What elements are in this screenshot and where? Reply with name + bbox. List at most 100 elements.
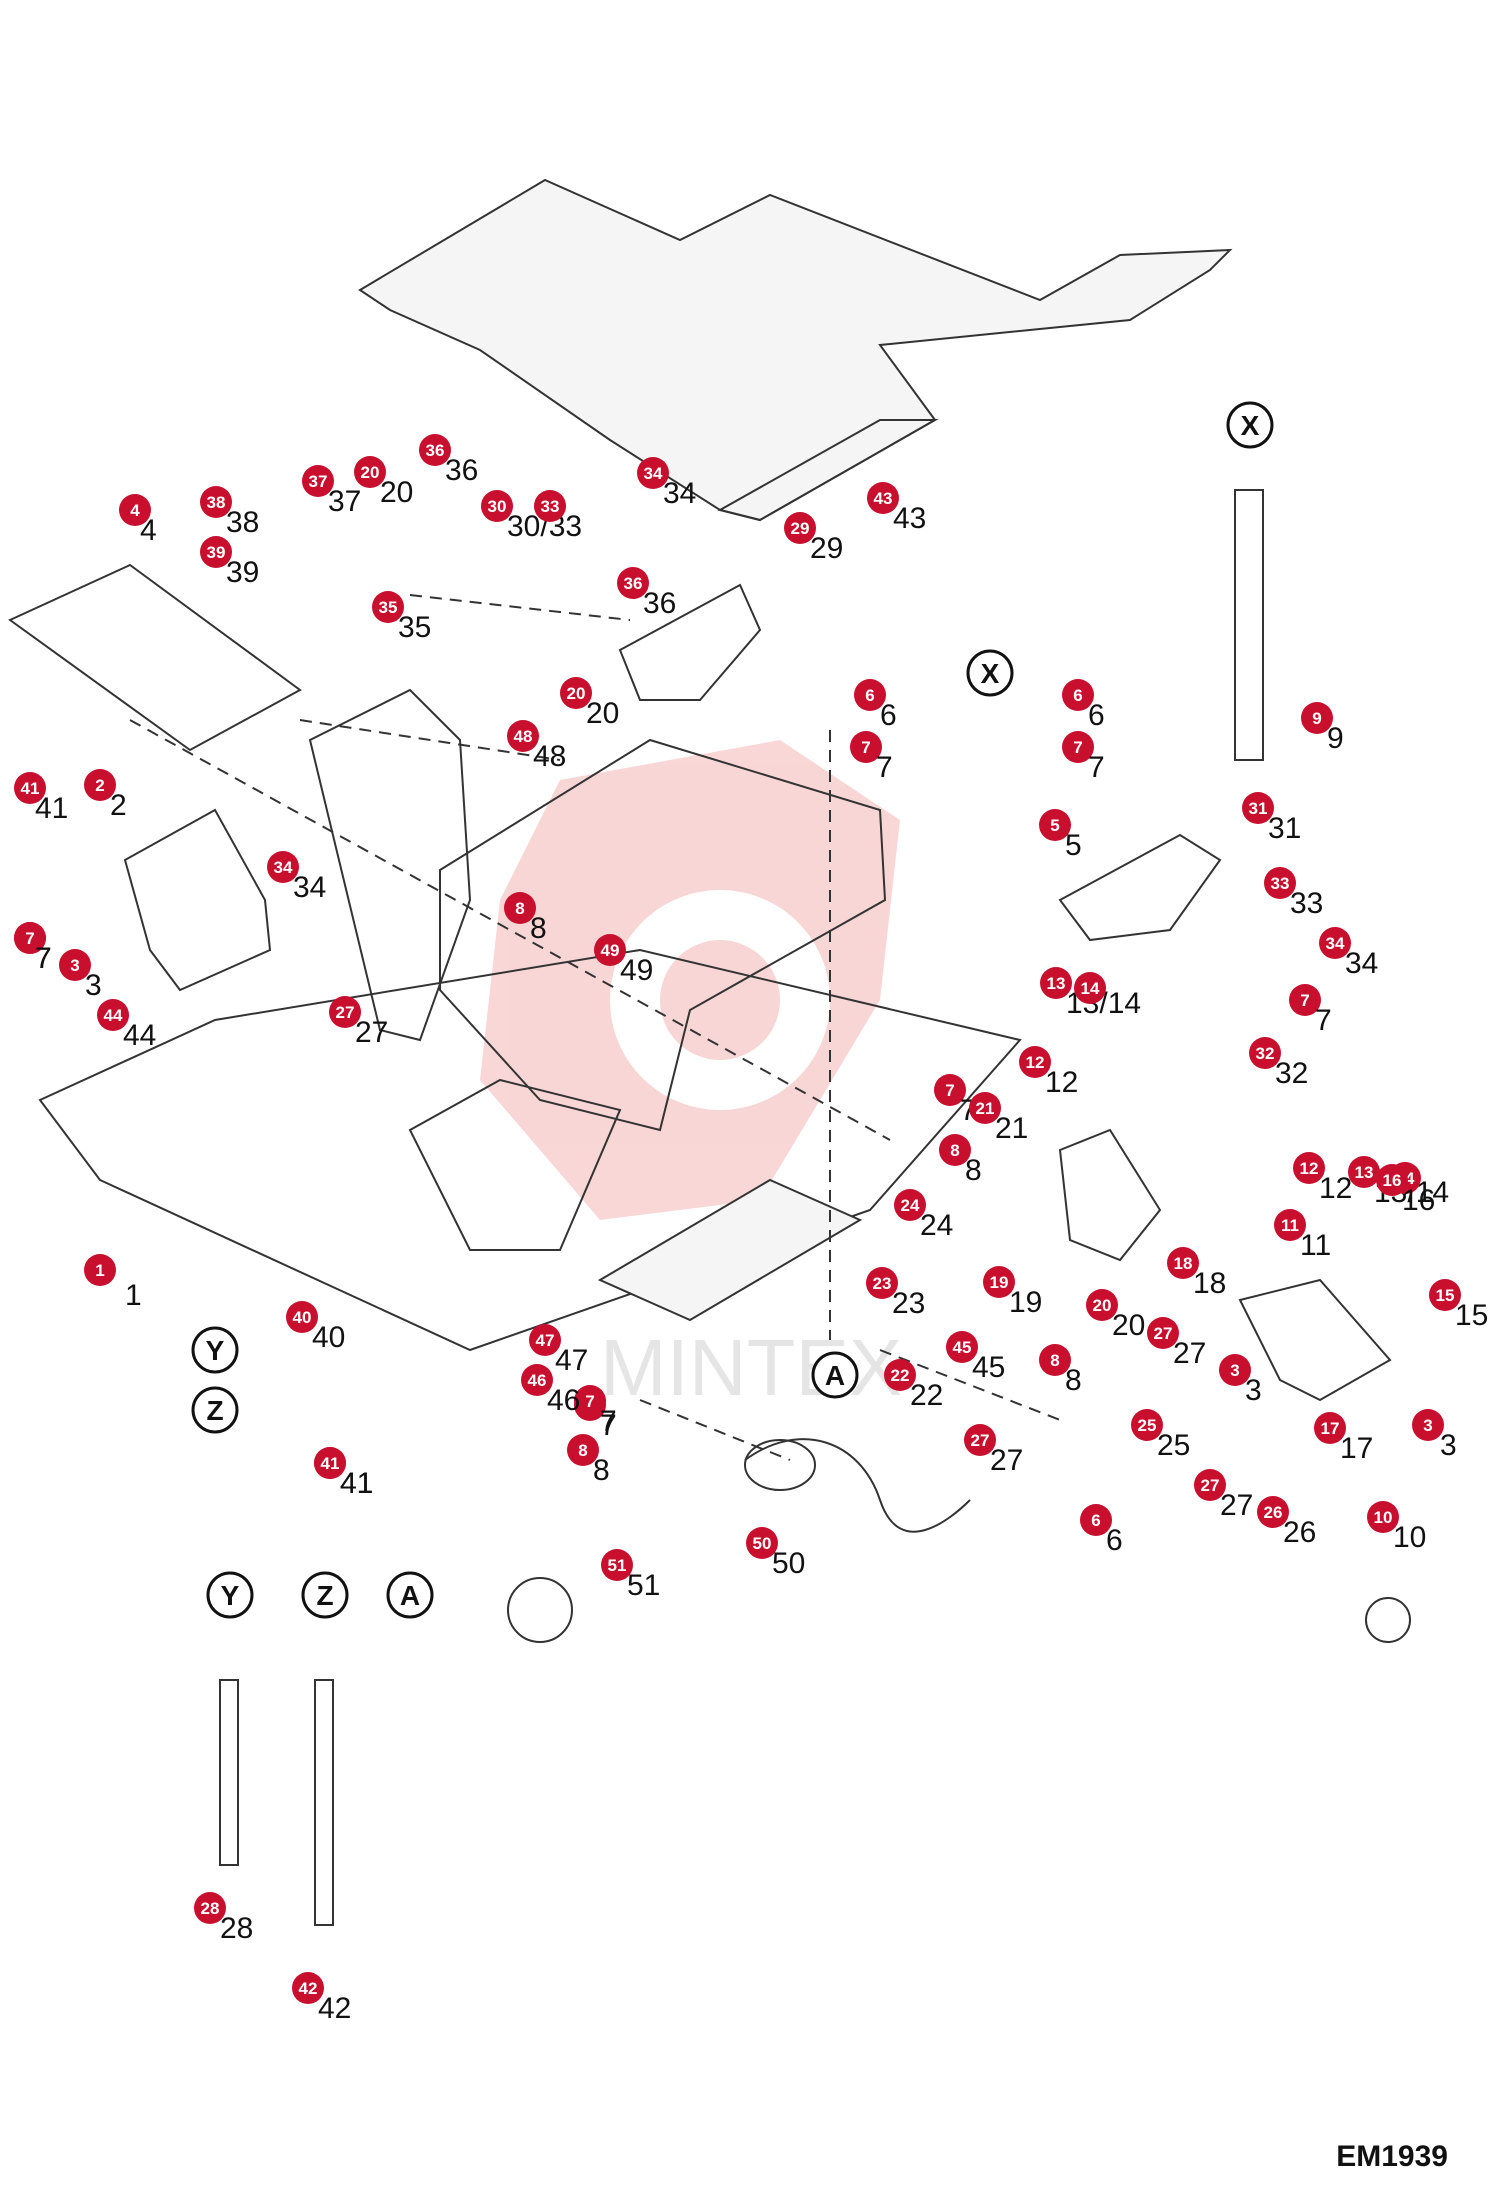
callout-8: 88 <box>504 892 547 945</box>
callout-badge <box>1249 1037 1281 1069</box>
callout-badge-number: 9 <box>1312 709 1321 728</box>
callout-badge <box>84 1254 116 1286</box>
callout-badge-number: 28 <box>201 1899 220 1918</box>
callout-label: 25 <box>1157 1429 1190 1462</box>
callout-badge-number: 16 <box>1383 1171 1402 1190</box>
callout-badge <box>1314 1412 1346 1444</box>
callout-badge <box>1264 867 1296 899</box>
callout-badge-number: 8 <box>950 1141 959 1160</box>
callout-badge-number: 42 <box>299 1979 318 1998</box>
callout-badge-number: 41 <box>321 1454 340 1473</box>
callout-badge-number: 33 <box>541 497 560 516</box>
callout-1: 11 <box>84 1254 142 1312</box>
callout-badge-number: 15 <box>1436 1286 1455 1305</box>
callout-badge-number: 24 <box>901 1196 920 1215</box>
callout-label: 21 <box>995 1112 1028 1145</box>
ref-marker-y-mid: Y <box>191 1326 239 1374</box>
callout-label: 41 <box>340 1467 373 1500</box>
callout-badge-number: 26 <box>1264 1503 1283 1522</box>
callout-label: 18 <box>1193 1267 1226 1300</box>
svg-text:Z: Z <box>316 1580 333 1611</box>
callout-badge-number: 34 <box>644 464 663 483</box>
callout-badge-number: 8 <box>578 1441 587 1460</box>
callout-badge-number: 1 <box>95 1261 104 1280</box>
callout-6: 66 <box>854 679 897 732</box>
callout-badge-number: 20 <box>361 463 380 482</box>
callout-badge <box>1074 972 1106 1004</box>
callout-badge-number: 4 <box>130 501 140 520</box>
callout-badge <box>1086 1289 1118 1321</box>
drawing-code: EM1939 <box>1336 2140 1448 2173</box>
callout-badge-number: 7 <box>945 1081 954 1100</box>
callout-label: 17 <box>1340 1432 1373 1465</box>
floor-panel <box>408 1078 622 1251</box>
callout-6: 66 <box>1080 1504 1123 1557</box>
callout-badge <box>1412 1409 1444 1441</box>
callout-badge <box>1039 1344 1071 1376</box>
callout-badge-number: 5 <box>1050 816 1059 835</box>
callouts: 1122333333445566666677777777777777778888… <box>14 434 1488 2025</box>
callout-label: 7 <box>600 1405 617 1438</box>
callout-badge-number: 19 <box>990 1273 1009 1292</box>
callout-label: 42 <box>318 1992 351 2025</box>
callout-badge <box>601 1549 633 1581</box>
callout-label: 38 <box>226 506 259 539</box>
callout-label: 6 <box>880 699 897 732</box>
svg-text:X: X <box>1241 410 1260 441</box>
callout-label: 49 <box>620 954 653 987</box>
callout-badge <box>419 434 451 466</box>
svg-text:Z: Z <box>206 1395 223 1426</box>
callout-badge <box>504 892 536 924</box>
callout-3: 33 <box>1412 1409 1457 1462</box>
callout-badge-number: 20 <box>567 684 586 703</box>
callout-badge-number: 22 <box>891 1366 910 1385</box>
callout-badge <box>14 772 46 804</box>
svg-text:A: A <box>400 1580 420 1611</box>
svg-text:Y: Y <box>206 1335 225 1366</box>
callout-badge-number: 27 <box>971 1431 990 1450</box>
callout-badge <box>1289 984 1321 1016</box>
callout-badge <box>946 1331 978 1363</box>
callout-badge <box>1062 731 1094 763</box>
callout-badge-number: 47 <box>536 1331 555 1350</box>
callout-badge-number: 29 <box>791 519 810 538</box>
assembly-lines <box>129 594 1061 1461</box>
ref-marker-x-mid: X <box>966 649 1014 697</box>
callout-badge-number: 10 <box>1374 1508 1393 1527</box>
callout-label: 20 <box>586 697 619 730</box>
ref-marker-x-top: X <box>1226 401 1274 449</box>
callout-badge-number: 8 <box>1050 1351 1059 1370</box>
callout-badge-number: 7 <box>25 929 34 948</box>
callout-badge <box>854 679 886 711</box>
svg-text:Y: Y <box>221 1580 240 1611</box>
callout-label: 27 <box>355 1016 388 1049</box>
callout-badge-number: 34 <box>1326 934 1345 953</box>
callout-label: 5 <box>1065 829 1082 862</box>
callout-3: 33 <box>1219 1354 1262 1407</box>
callout-badge-number: 13 <box>1047 974 1066 993</box>
floor-mat <box>358 178 1233 522</box>
callout-label: 46 <box>547 1384 580 1417</box>
callout-label: 41 <box>35 792 68 825</box>
callout-7: 77 <box>850 731 893 784</box>
callout-label: 32 <box>1275 1057 1308 1090</box>
callout-badge <box>84 769 116 801</box>
